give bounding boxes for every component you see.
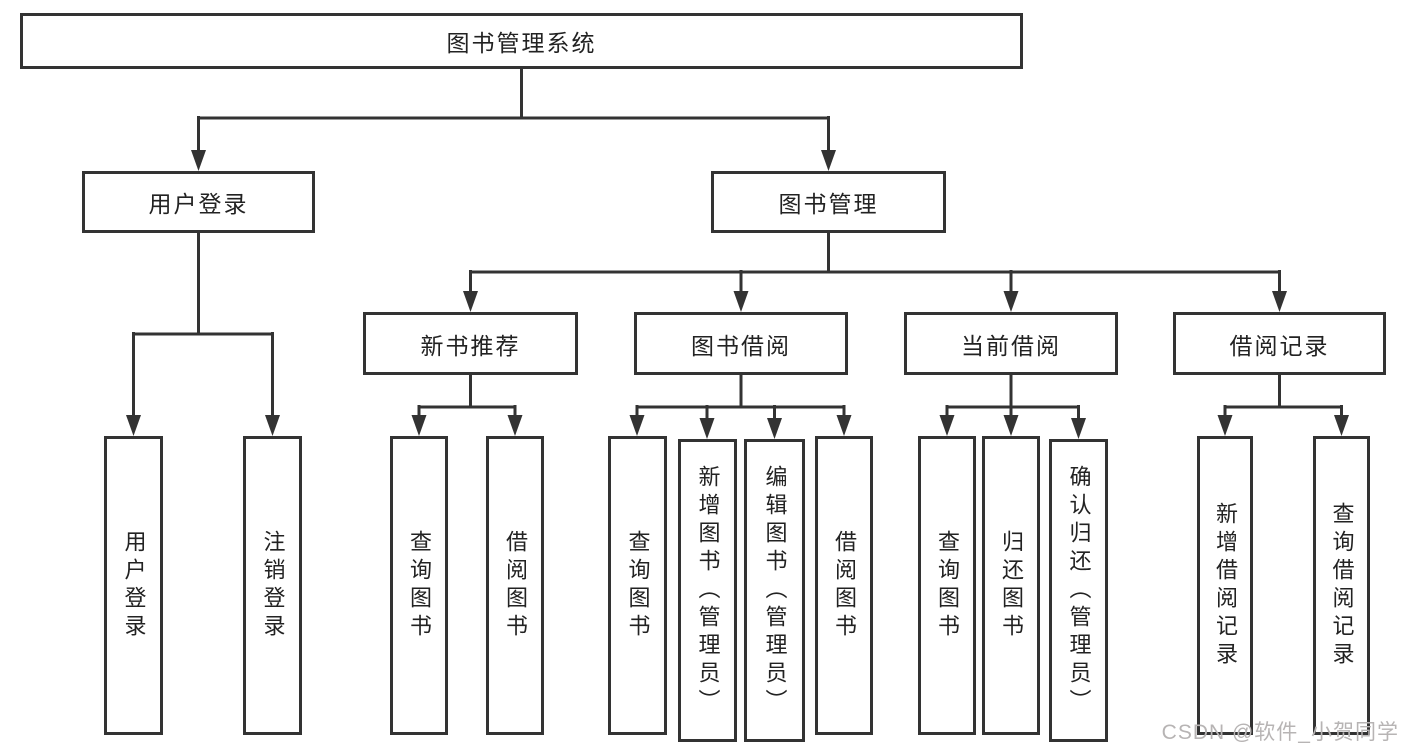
leaf-add-borrow-record: 新增借阅记录 — [1197, 436, 1253, 735]
node-label: 借阅图书 — [503, 529, 528, 642]
leaf-return-books: 归还图书 — [982, 436, 1040, 735]
node-label: 编辑图书（管理员） — [762, 464, 788, 717]
node-label: 用户登录 — [121, 529, 147, 642]
watermark: CSDN @软件_小贺同学 — [1161, 721, 1399, 744]
node-borrow-records: 借阅记录 — [1173, 312, 1386, 375]
node-label: 新增借阅记录 — [1213, 501, 1238, 670]
node-label: 图书借阅 — [691, 332, 791, 359]
leaf-query-borrow-record: 查询借阅记录 — [1313, 436, 1370, 735]
node-label: 新书推荐 — [420, 332, 521, 359]
node-label: 查询图书 — [407, 529, 432, 642]
node-label: 查询借阅记录 — [1329, 501, 1355, 670]
node-book-management: 图书管理 — [711, 171, 946, 233]
leaf-query-books-borrowing: 查询图书 — [608, 436, 667, 735]
leaf-edit-books-admin: 编辑图书（管理员） — [744, 439, 805, 742]
leaf-logout: 注销登录 — [243, 436, 302, 735]
node-new-book-recommend: 新书推荐 — [363, 312, 578, 375]
node-label: 新增图书（管理员） — [695, 464, 721, 717]
node-label: 当前借阅 — [961, 332, 1061, 359]
node-label: 注销登录 — [260, 529, 286, 642]
leaf-confirm-return-admin: 确认归还（管理员） — [1049, 439, 1108, 742]
node-label: 借阅图书 — [832, 529, 857, 642]
node-label: 图书管理 — [778, 191, 879, 217]
leaf-borrow-books: 借阅图书 — [815, 436, 873, 735]
leaf-add-books-admin: 新增图书（管理员） — [678, 439, 737, 742]
node-label: 查询图书 — [625, 529, 651, 642]
arrowhead-group — [126, 150, 1349, 439]
node-root-library-system: 图书管理系统 — [20, 13, 1023, 69]
leaf-borrow-books-recommend: 借阅图书 — [486, 436, 544, 735]
node-label: 归还图书 — [999, 529, 1024, 642]
node-current-borrowing: 当前借阅 — [904, 312, 1118, 375]
leaf-user-login: 用户登录 — [104, 436, 163, 735]
node-label: 查询图书 — [935, 529, 960, 642]
node-book-borrowing: 图书借阅 — [634, 312, 848, 375]
node-label: 用户登录 — [148, 191, 249, 217]
leaf-query-books-recommend: 查询图书 — [390, 436, 448, 735]
node-label: 确认归还（管理员） — [1066, 464, 1092, 717]
node-label: 借阅记录 — [1229, 332, 1330, 359]
node-label: 图书管理系统 — [446, 30, 597, 56]
leaf-query-books-current: 查询图书 — [918, 436, 976, 735]
node-user-login: 用户登录 — [82, 171, 315, 233]
